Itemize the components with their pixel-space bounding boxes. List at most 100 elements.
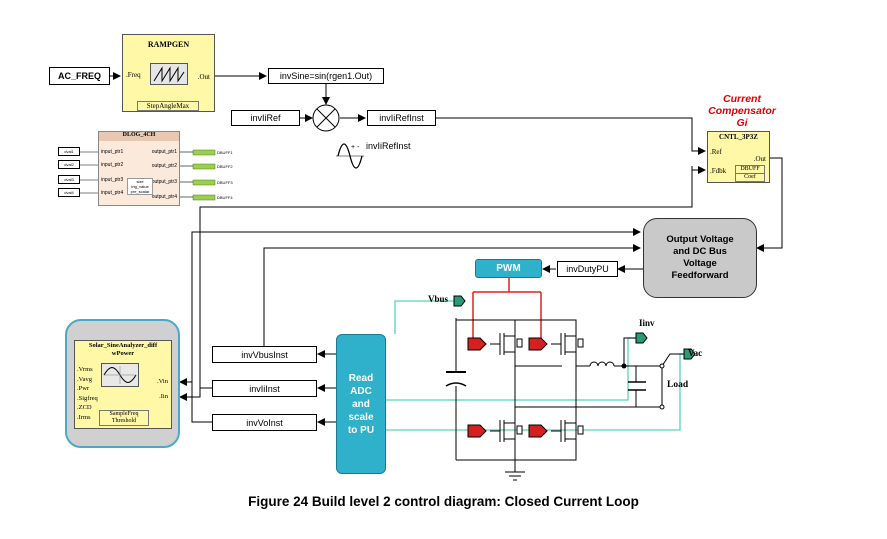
adc-line5: to PU xyxy=(347,424,375,436)
dlog-param-trig: trig_value xyxy=(131,184,149,189)
ff-line4: Feedforward xyxy=(671,270,729,281)
feedforward-block[interactable]: Output Voltage and DC Bus Voltage Feedfo… xyxy=(643,218,757,298)
current-compensator-label: Current Compensator Gi xyxy=(706,93,778,129)
ff-line3: Voltage xyxy=(683,258,717,269)
dlog-output-4: output_ptr4 xyxy=(151,194,177,200)
cntl-params: DBUFF Coef xyxy=(735,165,765,182)
comp-label-line1: Current xyxy=(723,93,761,105)
inv-ii-inst-signal: invIiInst xyxy=(212,380,317,397)
inv-vbus-inst-signal: invVbusInst xyxy=(212,346,317,363)
inv-ii-ref-signal: invIiRef xyxy=(231,110,300,126)
inv-sine-signal: invSine=sin(rgen1.Out) xyxy=(268,68,384,84)
analyzer-out-irms: .Irms xyxy=(77,413,91,421)
sine-analyzer-block[interactable]: Solar_SineAnalyzer_diff wPower .Vrms .Va… xyxy=(74,340,172,429)
inv-ii-ref-inst-signal: invIiRefInst xyxy=(367,110,436,126)
analyzer-out-vavg: .Vavg xyxy=(77,375,92,383)
vac-sense-tag xyxy=(683,348,696,360)
analyzer-title-line2: wPower xyxy=(111,350,135,357)
cntl-param-coef: Coef xyxy=(736,173,764,181)
sine-scope-icon: + - xyxy=(336,143,364,169)
analyzer-param-samplefreq: SampleFreq xyxy=(109,411,139,417)
wire-comp-ff xyxy=(756,157,783,252)
read-adc-block[interactable]: Read ADC and scale to PU xyxy=(336,334,386,474)
analyzer-out-pwr: .Pwr xyxy=(77,385,90,392)
analyzer-out-zcd: .ZCD xyxy=(77,404,92,411)
dlog-input-2: input_ptr2 xyxy=(101,162,124,168)
rampgen-title: RAMPGEN xyxy=(147,40,190,49)
multiplier-icon xyxy=(312,104,340,132)
analyzer-out-vrms: .Vrms xyxy=(77,366,93,373)
pwm-block[interactable]: PWM xyxy=(475,259,542,278)
cntl-fdbk-port: .Fdbk xyxy=(710,167,727,175)
dlog-param-size: size xyxy=(136,179,144,184)
sine-wave-icon xyxy=(101,363,139,387)
dlog-tag-1: dval1 xyxy=(58,147,80,156)
ff-line2: and DC Bus xyxy=(673,246,727,257)
mosfet-top-right xyxy=(551,333,584,355)
wire-iirefinst-ref xyxy=(436,117,706,155)
cntl-out-port: .Out xyxy=(753,155,766,163)
dlog-out-tag-3: DBUFF3 xyxy=(217,180,233,185)
dlog-out-tag-1: DBUFF1 xyxy=(217,150,233,155)
vac-label: Vac xyxy=(688,348,703,358)
dlog-tag-4: dval4 xyxy=(58,188,80,197)
load-label: Load xyxy=(667,380,689,390)
mosfet-bottom-left xyxy=(490,420,523,442)
dlog-out-tag-4: DBUFF4 xyxy=(217,195,233,200)
wire-vbus-ff xyxy=(263,244,641,354)
gate-tag-bottom-left xyxy=(467,424,487,438)
rampgen-out-port: .Out xyxy=(197,73,210,81)
adc-line2: ADC xyxy=(350,385,372,397)
analyzer-param-threshold: Threshold xyxy=(111,418,137,424)
dlog-input-wires xyxy=(80,151,193,198)
power-stage xyxy=(445,318,684,481)
rampgen-block[interactable]: RAMPGEN .Freq .Out StepAngleMax xyxy=(122,34,215,112)
wire-fdbk-analyzer-iin xyxy=(179,170,693,401)
sawtooth-icon xyxy=(150,63,188,85)
analyzer-in-vin: .Vin xyxy=(157,378,168,385)
mosfet-top-left xyxy=(490,333,523,355)
svg-text:+ -: + - xyxy=(351,144,360,151)
comp-label-line3: Gi xyxy=(736,117,748,129)
ff-line1: Output Voltage xyxy=(666,234,734,245)
gate-tag-top-left xyxy=(467,337,487,351)
figure-caption: Figure 24 Build level 2 control diagram:… xyxy=(248,494,639,509)
dlog-buffer-icons xyxy=(192,149,216,201)
dlog-output-2: output_ptr2 xyxy=(151,163,177,169)
dlog-input-1: input_ptr1 xyxy=(101,149,124,155)
dlog-tag-2: dval2 xyxy=(58,160,80,169)
cntl-3p3z-block[interactable]: CNTL_3P3Z .Ref .Fdbk .Out DBUFF Coef xyxy=(707,131,770,183)
cntl-title: CNTL_3P3Z xyxy=(719,133,758,141)
dlog-block[interactable]: DLOG_4CH input_ptr1 input_ptr2 input_ptr… xyxy=(98,131,180,206)
vbus-sense-tag xyxy=(453,295,466,307)
adc-line3: and xyxy=(352,398,370,410)
gate-tag-top-right xyxy=(528,337,548,351)
analyzer-in-iin: .Iin xyxy=(159,393,168,400)
analyzer-title-line1: Solar_SineAnalyzer_diff xyxy=(88,342,158,349)
ac-freq-signal: AC_FREQ xyxy=(49,67,110,85)
analyzer-outputs: .Vrms .Vavg .Pwr .Sigfreq .ZCD .Irms xyxy=(77,365,98,422)
inv-vo-inst-signal: invVoInst xyxy=(212,414,317,431)
dlog-output-1: output_ptr1 xyxy=(151,149,177,155)
adc-line4: scale xyxy=(348,411,374,423)
mosfet-bottom-right xyxy=(551,420,584,442)
wire-fdbk-in xyxy=(691,166,706,174)
dlog-title: DLOG_4CH xyxy=(99,132,179,141)
dlog-params: size trig_value pre_scalar xyxy=(127,178,153,195)
rampgen-freq-port: .Freq xyxy=(126,71,141,79)
analyzer-params: SampleFreq Threshold xyxy=(99,410,149,426)
comp-label-line2: Compensator xyxy=(708,105,776,117)
dlog-output-3: output_ptr3 xyxy=(151,179,177,185)
iinv-label: Iinv xyxy=(639,318,655,328)
iinv-sense-tag xyxy=(635,332,648,344)
scope-label: invIiRefInst xyxy=(366,141,411,151)
wire-vo-analyzer xyxy=(179,378,212,423)
gate-tag-bottom-right xyxy=(528,424,548,438)
dlog-out-tag-2: DBUFF2 xyxy=(217,164,233,169)
vbus-label: Vbus xyxy=(428,294,449,304)
cntl-param-dbuff: DBUFF xyxy=(740,166,760,172)
dlog-input-4: input_ptr4 xyxy=(101,190,124,196)
dlog-input-3: input_ptr3 xyxy=(101,177,124,183)
dlog-param-prescalar: pre_scalar xyxy=(130,189,150,194)
